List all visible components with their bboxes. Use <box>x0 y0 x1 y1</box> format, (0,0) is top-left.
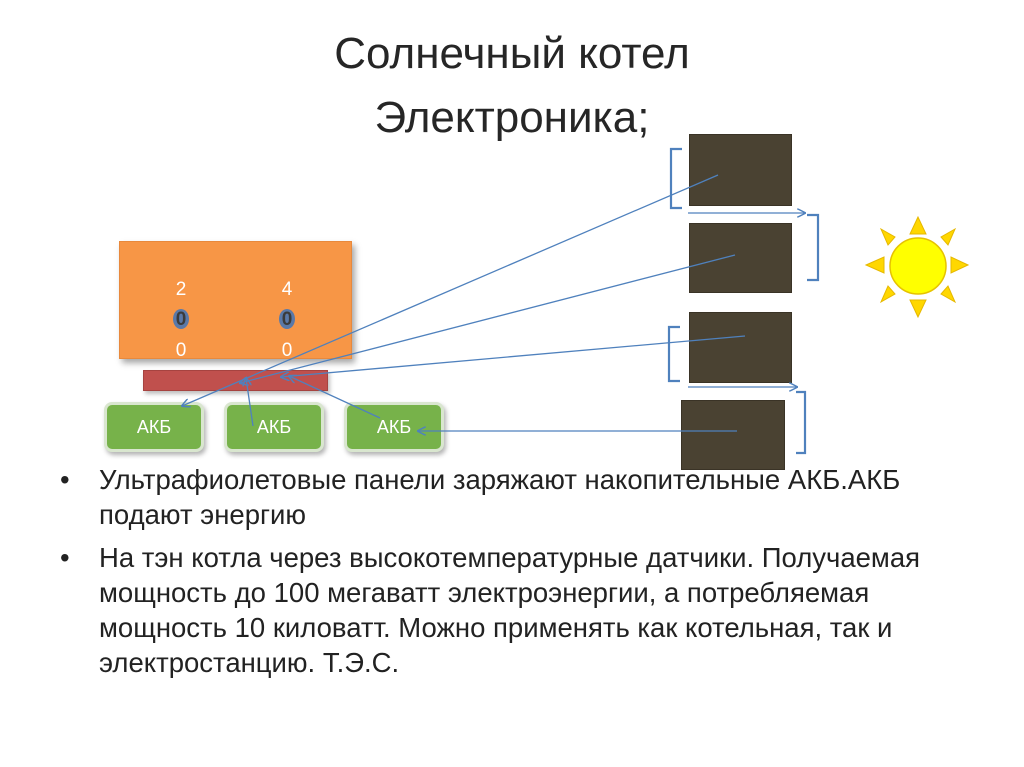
title-line-1: Солнечный котел <box>334 29 690 78</box>
title-line-2: Электроника; <box>374 93 650 142</box>
bracket-left-2 <box>667 325 680 383</box>
wire-battery2-heater <box>246 378 254 427</box>
wire-panel2-heater <box>240 254 736 383</box>
boiler-digit: 0 <box>281 340 293 361</box>
solar-panel-4 <box>681 400 785 470</box>
boiler-block <box>119 241 352 359</box>
panel-links <box>688 213 805 387</box>
slide-title: Солнечный котел Электроника; <box>0 22 1024 150</box>
boiler-digit: 4 <box>281 279 293 300</box>
bracket-left-1 <box>669 147 682 210</box>
bullet-list: • Ультрафиолетовые панели заряжают накоп… <box>52 462 982 688</box>
wire-panel1-battery1 <box>182 174 719 406</box>
sun-icon <box>864 215 970 319</box>
boiler-digit: 0 <box>175 340 187 361</box>
solar-panel-2 <box>689 223 792 293</box>
battery-1: АКБ <box>104 402 204 452</box>
boiler-digit-marker <box>279 309 295 329</box>
boiler-digit: 0 <box>175 309 187 330</box>
boiler-digit: 2 <box>175 279 187 300</box>
boiler-digit-marker <box>173 309 189 329</box>
battery-2: АКБ <box>224 402 324 452</box>
bracket-right-2 <box>796 390 807 455</box>
bullet-marker: • <box>60 464 70 495</box>
charge-wires <box>182 174 746 431</box>
bullet-item: • На тэн котла через высокотемпературные… <box>52 540 982 680</box>
bullet-marker: • <box>60 542 70 573</box>
solar-panel-3 <box>689 312 792 383</box>
bullet-item: • Ультрафиолетовые панели заряжают накоп… <box>52 462 982 532</box>
boiler-digit: 0 <box>281 309 293 330</box>
panel-brackets <box>667 147 820 455</box>
bullet-text: На тэн котла через высокотемпературные д… <box>99 542 920 678</box>
battery-3: АКБ <box>344 402 444 452</box>
wire-battery3-heater <box>289 376 381 419</box>
bracket-right-1 <box>807 213 820 282</box>
solar-panel-1 <box>689 134 792 206</box>
bullet-text: Ультрафиолетовые панели заряжают накопит… <box>99 464 901 530</box>
wire-panel3-heater <box>281 335 746 377</box>
